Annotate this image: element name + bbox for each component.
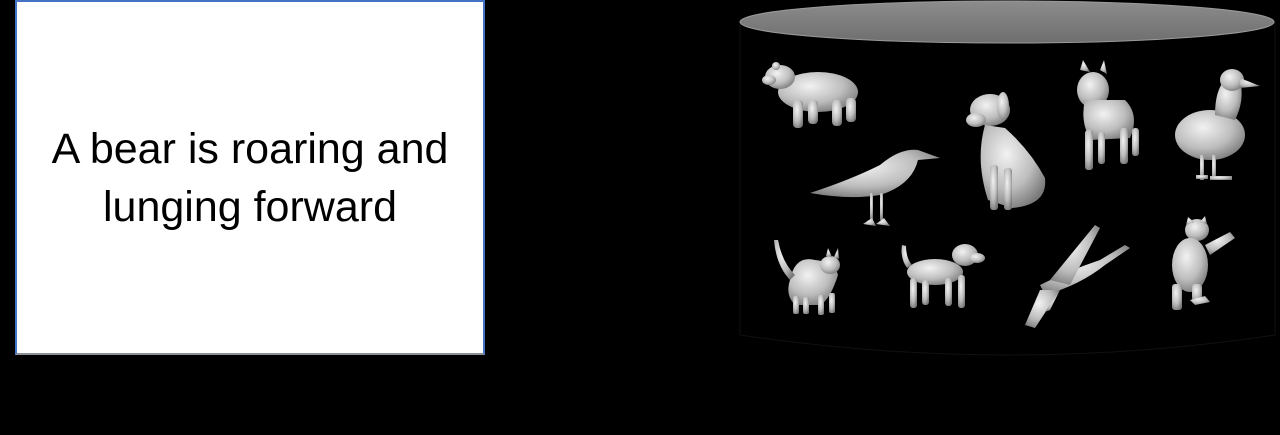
crow-figure <box>810 149 940 226</box>
duck-figure <box>1175 69 1260 180</box>
bear-figure <box>762 62 858 128</box>
crane-figure <box>1025 225 1130 328</box>
cylinder-top <box>739 0 1275 44</box>
prompt-line-1: A bear is roaring and <box>51 124 449 173</box>
standing-bear-figure <box>1172 216 1235 310</box>
cat-figure <box>774 240 840 315</box>
puppy-figure <box>901 244 985 308</box>
prompt-line-2: lunging forward <box>102 182 397 231</box>
dog-figure <box>966 92 1046 210</box>
wolf-figure <box>1077 60 1139 170</box>
prompt-text: A bear is roaring and lunging forward <box>25 120 475 236</box>
text-prompt-box: A bear is roaring and lunging forward <box>15 0 485 355</box>
